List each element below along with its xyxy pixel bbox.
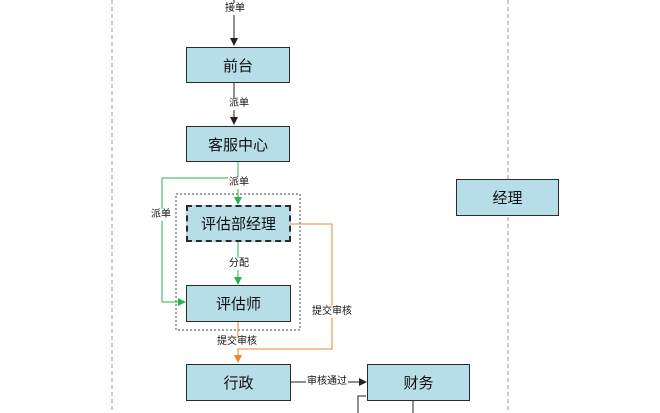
node-manager[interactable]: 经理 xyxy=(456,179,559,216)
edge-dispatch-side xyxy=(161,177,238,306)
node-finance[interactable]: 财务 xyxy=(367,364,470,401)
edge-exit-left xyxy=(357,395,366,413)
label-submit-review-side: 提交审核 xyxy=(311,306,353,318)
label-receive-order: 接单 xyxy=(224,3,246,15)
node-frontdesk[interactable]: 前台 xyxy=(186,47,290,83)
label-dispatch-1: 派单 xyxy=(228,98,250,110)
label-review-passed: 审核通过 xyxy=(306,376,348,388)
edge-submit-review-side xyxy=(238,223,333,350)
label-dispatch-2: 派单 xyxy=(228,177,250,189)
label-assign: 分配 xyxy=(228,258,250,270)
node-admin[interactable]: 行政 xyxy=(186,364,291,401)
node-evaluator[interactable]: 评估师 xyxy=(186,285,291,322)
node-eval-manager[interactable]: 评估部经理 xyxy=(186,205,291,242)
label-submit-review-bottom: 提交审核 xyxy=(216,336,258,348)
label-dispatch-side: 派单 xyxy=(150,209,172,221)
node-customer-service[interactable]: 客服中心 xyxy=(186,126,290,162)
